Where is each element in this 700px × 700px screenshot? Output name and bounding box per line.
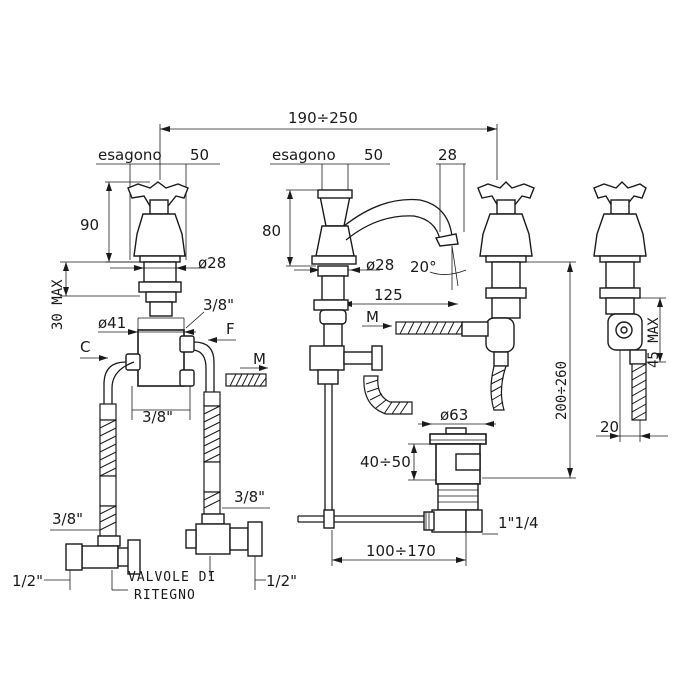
angle: 20° <box>410 258 437 276</box>
left-body-assembly: ø41 3/8" F C 3/8" M <box>80 291 268 426</box>
valve-label-1: VALVOLE DI <box>128 570 216 585</box>
label-c: C <box>80 338 90 356</box>
handle-height-left: 90 <box>80 216 99 234</box>
left-handle-assembly: esagono 50 90 ø28 30 MAX <box>50 146 226 330</box>
shutoff-valves: 1/2" 1/2" VALVOLE DI RITEGNO <box>12 513 297 603</box>
hex-left-label: esagono <box>98 146 162 164</box>
valve-label-2: RITEGNO <box>134 588 196 603</box>
drain-distance: 100÷170 <box>366 542 436 560</box>
handle-height-mid: 80 <box>262 222 281 240</box>
side-view-assembly: 45 MAX 20 <box>593 181 668 442</box>
thread-mid: 3/8" <box>142 408 173 426</box>
label-m-mid: M <box>366 308 379 326</box>
dia-drain: ø63 <box>440 406 468 424</box>
thread-hose-right: 3/8" <box>234 488 265 506</box>
label-m-left: M <box>253 350 266 368</box>
max-right: 45 MAX <box>646 317 662 368</box>
dia-left: ø28 <box>198 254 226 272</box>
drain-assembly: ø63 40÷50 1"1/4 <box>297 406 539 566</box>
spout-top: 28 <box>438 146 457 164</box>
dia-mid: ø28 <box>366 256 394 274</box>
top-width-label: 190÷250 <box>288 109 358 127</box>
drain-thread: 1"1/4 <box>498 514 539 532</box>
label-f: F <box>226 320 235 338</box>
thread-hose-left: 3/8" <box>52 510 83 528</box>
half-inch-right: 1/2" <box>266 572 297 590</box>
offset-right: 20 <box>600 418 619 436</box>
left-flex-hoses: 3/8" 3/8" <box>50 391 270 537</box>
hex-left-value: 50 <box>190 146 209 164</box>
max-left: 30 MAX <box>50 279 66 330</box>
dia-body: ø41 <box>98 314 126 332</box>
right-handle-assembly: 200÷260 <box>461 181 576 479</box>
top-width-dimension: 190÷250 <box>159 109 498 180</box>
half-inch-left: 1/2" <box>12 572 43 590</box>
thread-top: 3/8" <box>203 296 234 314</box>
drain-height: 40÷50 <box>360 453 411 471</box>
spout-assembly: esagono 50 28 80 ø28 20° <box>262 146 467 516</box>
vertical-span: 200÷260 <box>554 361 570 420</box>
hex-mid-value: 50 <box>364 146 383 164</box>
hex-mid-label: esagono <box>272 146 336 164</box>
spout-reach: 125 <box>374 286 403 304</box>
